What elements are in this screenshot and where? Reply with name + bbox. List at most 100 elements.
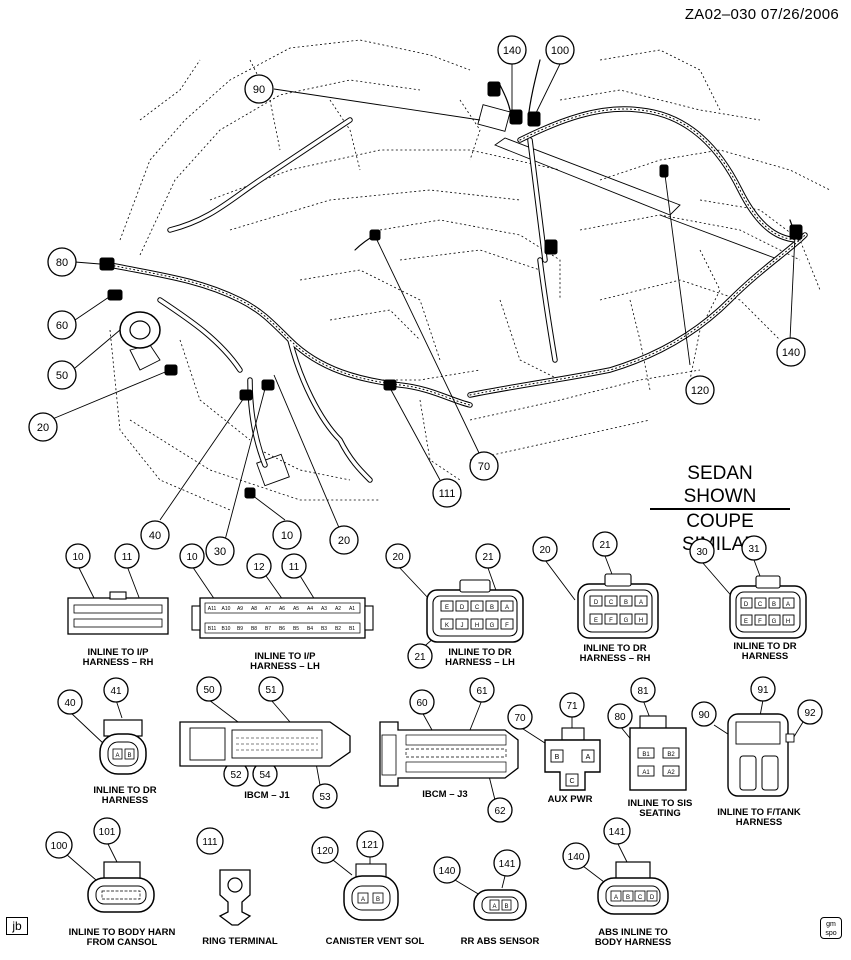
svg-text:F: F [758, 619, 762, 625]
svg-text:51: 51 [265, 685, 277, 696]
caption-ibcm-j1: IBCM – J1 [244, 790, 290, 801]
svg-text:B: B [504, 904, 508, 910]
svg-text:B5: B5 [293, 626, 299, 632]
svg-text:80: 80 [56, 257, 68, 269]
callout-140-top: 140 [497, 35, 527, 65]
svg-text:A1: A1 [642, 770, 650, 776]
svg-text:B3: B3 [321, 626, 327, 632]
svg-text:B: B [772, 602, 776, 608]
svg-text:F: F [609, 618, 613, 624]
svg-text:D: D [650, 895, 655, 901]
caption-ibcm-j3: IBCM – J3 [422, 789, 468, 800]
svg-text:50: 50 [203, 685, 215, 696]
wiring-harness [107, 59, 808, 483]
svg-text:C: C [638, 895, 643, 901]
svg-text:B10: B10 [222, 626, 231, 632]
callout-60: 60 [47, 310, 77, 340]
svg-text:D: D [594, 600, 599, 606]
svg-text:120: 120 [691, 385, 709, 397]
svg-text:A5: A5 [293, 606, 299, 612]
callout-50: 50 [47, 360, 77, 390]
svg-text:B: B [624, 600, 628, 606]
callout-111-top: 111 [432, 478, 462, 508]
connector-ibcm-j3: 60 61 62 [379, 677, 519, 823]
svg-text:C: C [569, 778, 574, 785]
svg-text:B2: B2 [335, 626, 341, 632]
svg-text:121: 121 [362, 840, 379, 851]
svg-text:21: 21 [599, 540, 611, 551]
svg-text:B: B [376, 897, 380, 903]
svg-text:40: 40 [149, 530, 161, 542]
caption-ring-terminal: RING TERMINAL [202, 936, 278, 947]
svg-text:K: K [445, 623, 449, 629]
svg-text:60: 60 [56, 320, 68, 332]
caption-aux-pwr: AUX PWR [547, 794, 593, 805]
svg-text:B7: B7 [265, 626, 271, 632]
svg-text:B: B [127, 753, 131, 759]
svg-text:B: B [555, 754, 560, 761]
svg-text:81: 81 [637, 686, 649, 697]
svg-text:B1: B1 [349, 626, 355, 632]
svg-text:E: E [594, 618, 598, 624]
svg-text:41: 41 [110, 686, 122, 697]
svg-text:G: G [490, 623, 495, 629]
svg-text:140: 140 [503, 45, 521, 57]
connector-body-harn: 100 101 [45, 817, 155, 913]
svg-text:70: 70 [514, 713, 526, 724]
svg-text:140: 140 [568, 852, 585, 863]
svg-text:31: 31 [748, 544, 760, 555]
svg-text:141: 141 [609, 827, 626, 838]
svg-text:B: B [490, 605, 494, 611]
svg-text:20: 20 [392, 552, 404, 563]
svg-text:A1: A1 [349, 606, 355, 612]
svg-text:A: A [115, 753, 119, 759]
svg-text:A10: A10 [222, 606, 231, 612]
svg-text:A2: A2 [335, 606, 341, 612]
svg-text:11: 11 [122, 552, 133, 563]
svg-text:61: 61 [476, 686, 488, 697]
svg-text:B6: B6 [279, 626, 285, 632]
svg-text:A: A [786, 602, 790, 608]
svg-text:C: C [609, 600, 614, 606]
svg-text:A9: A9 [237, 606, 243, 612]
svg-text:21: 21 [482, 552, 494, 563]
svg-text:90: 90 [253, 84, 265, 96]
callout-20-left: 20 [28, 412, 58, 442]
svg-text:H: H [639, 618, 643, 624]
callout-140-right: 140 [776, 337, 806, 367]
svg-text:53: 53 [319, 792, 331, 803]
connector-canister: 120 121 A B [311, 830, 399, 921]
svg-text:A: A [361, 897, 365, 903]
svg-text:50: 50 [56, 370, 68, 382]
svg-text:70: 70 [478, 461, 490, 473]
svg-text:100: 100 [51, 841, 68, 852]
svg-text:52: 52 [230, 770, 242, 781]
callout-80: 80 [47, 247, 77, 277]
svg-text:20: 20 [37, 422, 49, 434]
svg-text:A: A [639, 600, 643, 606]
callout-90: 90 [244, 74, 274, 104]
svg-text:B11: B11 [208, 626, 217, 632]
caption-rr-abs: RR ABS SENSOR [460, 936, 540, 947]
svg-text:B1: B1 [642, 752, 650, 758]
svg-text:62: 62 [494, 806, 506, 817]
svg-text:141: 141 [499, 859, 516, 870]
svg-text:A: A [614, 895, 618, 901]
connector-ip-rh: 10 11 [65, 543, 169, 635]
svg-text:30: 30 [696, 547, 708, 558]
svg-text:120: 120 [317, 846, 334, 857]
svg-text:A4: A4 [307, 606, 313, 612]
